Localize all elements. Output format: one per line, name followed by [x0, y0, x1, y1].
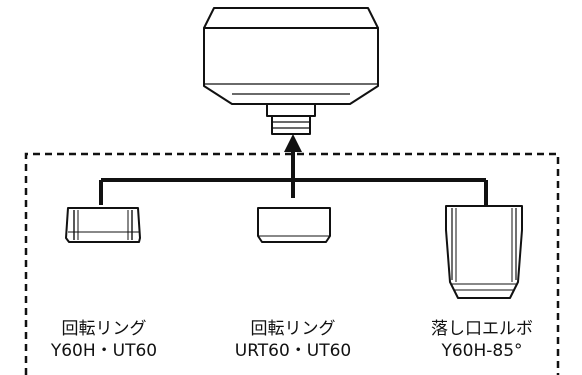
part-label-2-line1: 回転リング: [250, 319, 336, 339]
part-label-2: 回転リング URT60・UT60: [203, 318, 383, 362]
part-label-3-line1: 落し口エルボ: [431, 319, 533, 339]
outlet-flange: [266, 103, 316, 117]
main-unit: [203, 7, 379, 135]
part-label-3-line2: Y60H-85°: [441, 341, 523, 361]
part-elbow-y60h-85: [445, 205, 523, 299]
part-label-3: 落し口エルボ Y60H-85°: [392, 318, 572, 362]
connector-tree: [99, 150, 488, 205]
part-label-1: 回転リング Y60H・UT60: [14, 318, 194, 362]
part-label-1-line1: 回転リング: [61, 319, 147, 339]
arrow-head-icon: [284, 134, 302, 152]
main-unit-top: [203, 7, 379, 29]
part-label-1-line2: Y60H・UT60: [50, 341, 158, 361]
main-unit-body: [203, 27, 379, 105]
part-ring-y60h-ut60: [65, 207, 141, 243]
outlet-pipe: [271, 115, 311, 135]
part-label-2-line2: URT60・UT60: [234, 341, 352, 361]
part-ring-urt60-ut60: [257, 207, 331, 243]
